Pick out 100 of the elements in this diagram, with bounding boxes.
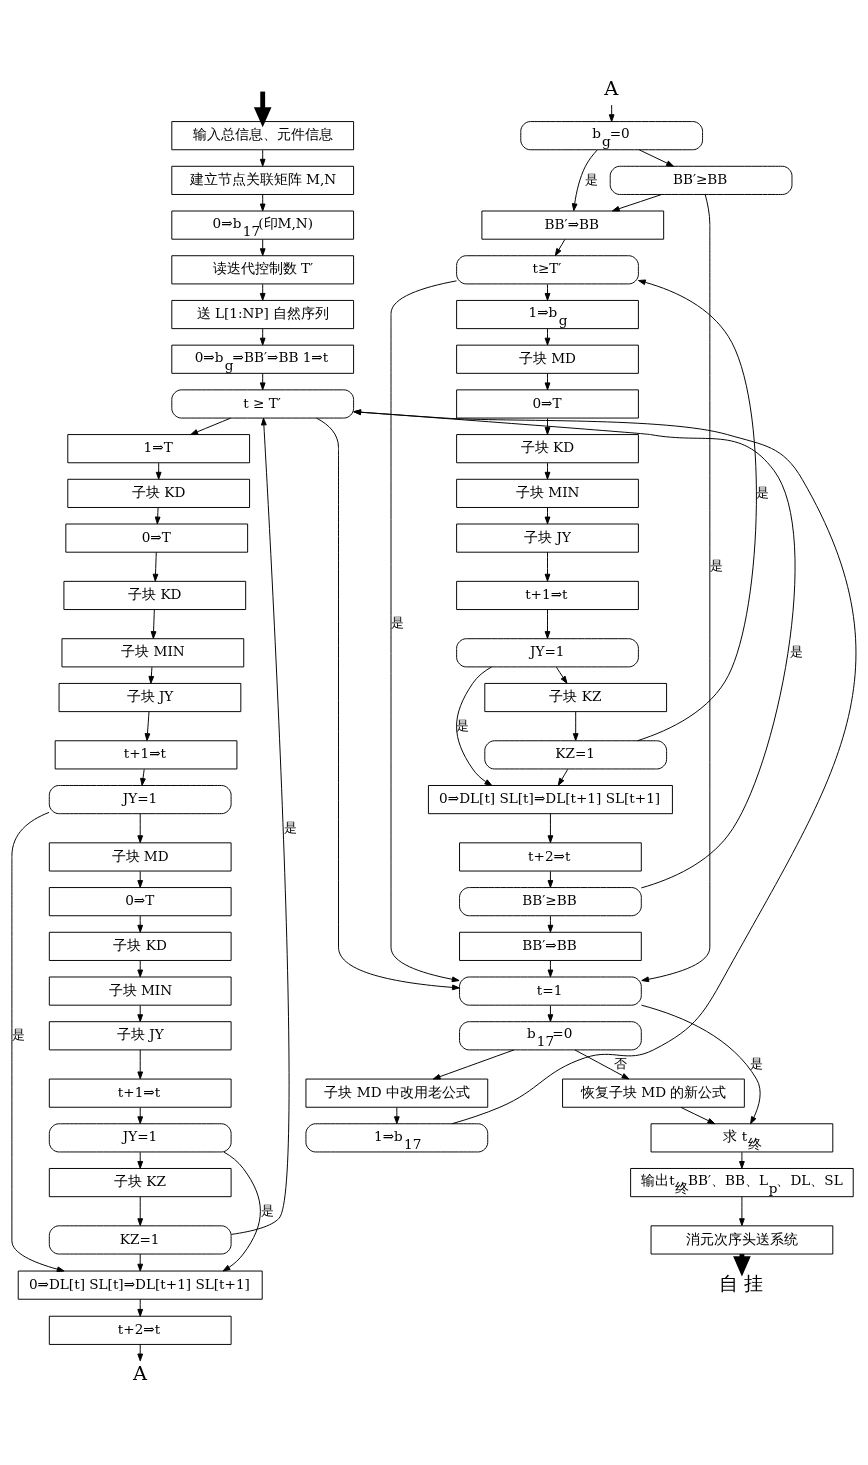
arrow: [574, 1048, 630, 1079]
node-box: t ≥ T′: [171, 388, 355, 419]
edge-label: 是: [284, 819, 298, 835]
arrow: [137, 1253, 144, 1271]
arrow: [155, 462, 162, 480]
node-box: JY=1: [48, 784, 232, 814]
node-box: 恢复子块 MD 的新公式: [562, 1078, 745, 1108]
arrow: [555, 666, 568, 684]
node-text: A: [132, 1361, 147, 1385]
node-box: 消元次序头送系统: [650, 1224, 834, 1254]
node-box: 子块 MD: [48, 841, 232, 871]
node-box: 0⇒DL[t] SL[t]⇒DL[t+1] SL[t+1]: [427, 784, 673, 814]
node-box: 1⇒T: [67, 433, 251, 463]
arrow: [554, 238, 566, 256]
edge-label: 是: [789, 643, 803, 659]
arrow: [544, 462, 551, 480]
node-box: 子块 JY: [58, 682, 242, 712]
arrow: [11, 811, 65, 1272]
arrow: [259, 283, 266, 301]
arrow: [137, 812, 144, 843]
arrow: [641, 193, 711, 982]
node-box: t+2⇒t: [459, 841, 642, 871]
arrow: [353, 408, 796, 888]
node-text: A: [604, 76, 619, 100]
node-box: 子块 KZ: [48, 1167, 232, 1197]
arrow: [390, 279, 460, 982]
arrow: [137, 1048, 144, 1079]
edge-label: 是: [585, 171, 599, 187]
node-box: 子块 JY: [48, 1020, 232, 1050]
node-box: KZ=1: [48, 1224, 232, 1254]
edge-label: 是: [260, 1202, 274, 1218]
node-box: JY=1: [456, 637, 639, 667]
edge-label: 是: [709, 557, 723, 573]
node-box: t+1⇒t: [456, 580, 639, 610]
arrow: [316, 417, 460, 990]
arrow: [259, 328, 266, 345]
arrow: [144, 710, 151, 741]
arrow: [544, 551, 551, 582]
arrow: [140, 768, 146, 786]
edge-label: 是: [391, 614, 405, 630]
node-box: 子块 JY: [456, 523, 639, 553]
node-box: JY=1: [48, 1122, 232, 1152]
node-box: 子块 KD: [48, 931, 232, 961]
arrow: [572, 710, 579, 741]
arrow: [137, 1195, 144, 1226]
arrow: [230, 417, 290, 1235]
arrow: [259, 149, 266, 167]
node-box: 建立节点关联矩阵 M,N: [171, 165, 355, 195]
arrow: [148, 666, 155, 684]
edge-label: 否: [613, 1055, 627, 1071]
node-box: 送 L[1:NP] 自然序列: [171, 299, 355, 329]
arrow: [608, 104, 615, 122]
node-text: 自 挂: [719, 1271, 764, 1295]
node-box: t+2⇒t: [48, 1315, 232, 1345]
node-box: 子块 MD 中改用老公式: [305, 1078, 489, 1108]
arrow: [547, 915, 554, 933]
node-box: 0⇒T: [65, 523, 249, 553]
arrow: [547, 870, 554, 888]
node-box: 子块 MIN: [61, 637, 245, 667]
node-box: BB′⇒BB: [481, 210, 665, 240]
arrow: [739, 1195, 745, 1226]
node-box: 读迭代控制数 T′: [171, 254, 355, 284]
arrow: [222, 1151, 261, 1271]
arrow: [611, 193, 663, 211]
arrow: [544, 283, 551, 301]
arrow: [150, 608, 157, 639]
arrow: [636, 279, 757, 741]
node-box: KZ=1: [484, 739, 668, 769]
node-box: t=1: [459, 976, 642, 1006]
arrow: [641, 1004, 761, 1124]
node-box: 子块 KZ: [484, 682, 668, 712]
arrow: [137, 1151, 144, 1169]
node-box: t+1⇒t: [54, 739, 238, 769]
node-box: 子块 KD: [456, 433, 639, 463]
arrow: [137, 915, 144, 933]
node-box: 0⇒DL[t] SL[t]⇒DL[t+1] SL[t+1]: [17, 1270, 263, 1300]
arrow: [557, 768, 569, 786]
node-box: 子块 KD: [67, 478, 251, 508]
arrow: [190, 417, 232, 435]
arrow: [547, 812, 554, 843]
arrow: [544, 328, 551, 345]
node-box: 0⇒T: [456, 388, 639, 419]
arrow: [137, 1298, 144, 1317]
node-box: BB′≥BB: [609, 165, 793, 195]
edge-label: 是: [11, 1026, 25, 1042]
arrow: [739, 1151, 745, 1169]
arrow: [571, 149, 598, 211]
node-box: 子块 MIN: [456, 478, 639, 508]
node-box: 子块 MD: [456, 344, 639, 374]
arrow: [137, 870, 144, 888]
node-box: 子块 KD: [63, 580, 247, 610]
arrow: [154, 506, 161, 524]
node-box: BB′⇒BB: [459, 931, 642, 961]
arrow: [680, 1106, 716, 1124]
node-box: BB′≥BB: [459, 886, 642, 916]
node-box: t+1⇒t: [48, 1078, 232, 1108]
arrow: [432, 1048, 515, 1080]
node-box: 0⇒T: [48, 886, 232, 916]
node-box: 子块 MIN: [48, 976, 232, 1006]
arrow: [152, 551, 159, 582]
